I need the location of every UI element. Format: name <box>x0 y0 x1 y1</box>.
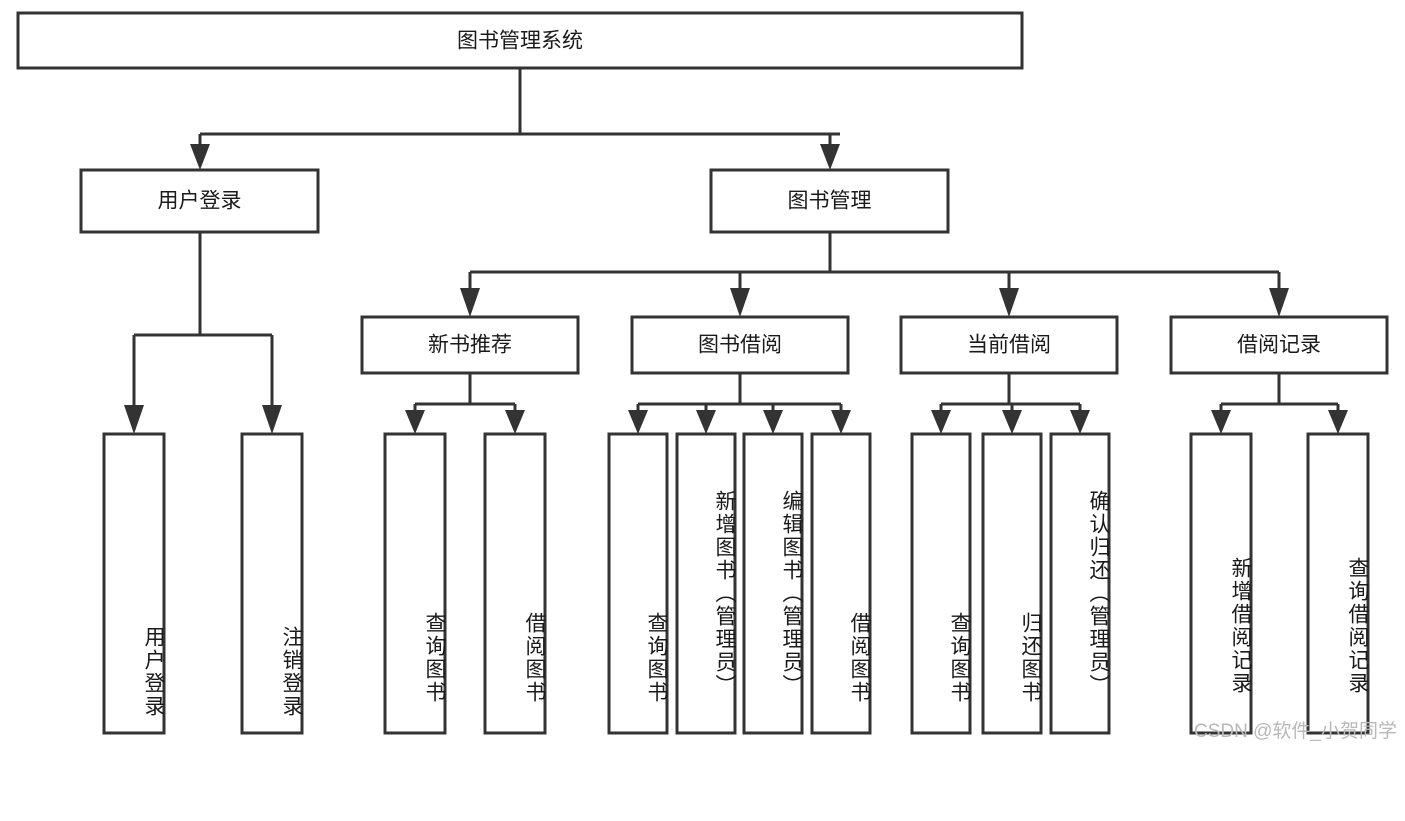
arrow-head-icon <box>460 288 480 317</box>
node-labels-horizontal: 图书管理系统 用户登录 图书管理 新书推荐 图书借阅 当前借阅 借阅记录 <box>158 30 1322 357</box>
hierarchy-diagram-canvas: 图书管理系统 用户登录 图书管理 新书推荐 图书借阅 当前借阅 借阅记录 <box>16 11 1389 735</box>
label-current-borrow: 当前借阅 <box>967 334 1051 357</box>
arrow-head-icon <box>999 288 1019 317</box>
node-box-book-management[interactable] <box>709 168 950 234</box>
connector-group-root <box>190 68 840 170</box>
leaf-box-6[interactable] <box>742 432 804 735</box>
connector-group-bookmgmt <box>460 232 1289 317</box>
arrow-head-icon <box>405 410 425 434</box>
leaf-box-11[interactable] <box>1189 432 1253 735</box>
arrow-head-icon <box>931 410 951 434</box>
arrow-head-icon <box>1211 410 1231 434</box>
leaf-box-5[interactable] <box>675 432 737 735</box>
node-box-book-borrow[interactable] <box>630 315 850 375</box>
leaf-box-4[interactable] <box>607 432 669 735</box>
arrow-head-icon <box>831 410 851 434</box>
connector-group-newbook <box>405 373 525 434</box>
node-box-new-book-recommend[interactable] <box>360 315 580 375</box>
arrow-head-icon <box>763 410 783 434</box>
node-box-root[interactable] <box>16 11 1024 70</box>
diagram-root: 图书管理系统 用户登录 图书管理 新书推荐 图书借阅 当前借阅 借阅记录 用户登… <box>16 11 1397 742</box>
label-borrow-record: 借阅记录 <box>1237 334 1321 357</box>
arrow-head-icon <box>696 410 716 434</box>
leaf-box-1[interactable] <box>240 432 304 735</box>
csdn-watermark: CSDN @软件_小贺同学 <box>1194 721 1397 742</box>
leaf-box-7[interactable] <box>810 432 872 735</box>
node-box-borrow-record[interactable] <box>1169 315 1389 375</box>
leaf-box-12[interactable] <box>1306 432 1370 735</box>
connector-group-borrow <box>628 373 851 434</box>
arrow-head-icon <box>730 288 750 317</box>
arrow-head-icon <box>1070 410 1090 434</box>
arrow-head-icon <box>628 410 648 434</box>
node-boxes <box>16 11 1389 735</box>
label-user-login: 用户登录 <box>158 190 242 213</box>
arrow-head-icon <box>1328 410 1348 434</box>
leaf-box-10[interactable] <box>1049 432 1111 735</box>
arrow-head-icon <box>262 405 282 434</box>
leaf-box-3[interactable] <box>483 432 547 735</box>
arrow-head-icon <box>1269 288 1289 317</box>
arrow-head-icon <box>505 410 525 434</box>
node-box-user-login[interactable] <box>79 168 320 234</box>
arrow-head-icon <box>1002 410 1022 434</box>
connector-group-current <box>931 373 1090 434</box>
leaf-box-8[interactable] <box>910 432 972 735</box>
leaf-box-0[interactable] <box>102 432 166 735</box>
arrow-head-icon <box>124 405 144 434</box>
label-book-management: 图书管理 <box>788 190 872 213</box>
leaf-box-2[interactable] <box>383 432 447 735</box>
arrow-head-icon <box>820 144 840 170</box>
connector-group-record <box>1211 373 1348 434</box>
arrow-head-icon <box>190 144 210 170</box>
node-box-current-borrow[interactable] <box>899 315 1119 375</box>
label-new-book-recommend: 新书推荐 <box>428 334 512 357</box>
label-book-borrow: 图书借阅 <box>698 334 782 357</box>
connector-group-userlogin <box>124 232 282 434</box>
label-root: 图书管理系统 <box>457 30 583 53</box>
leaf-box-9[interactable] <box>981 432 1043 735</box>
